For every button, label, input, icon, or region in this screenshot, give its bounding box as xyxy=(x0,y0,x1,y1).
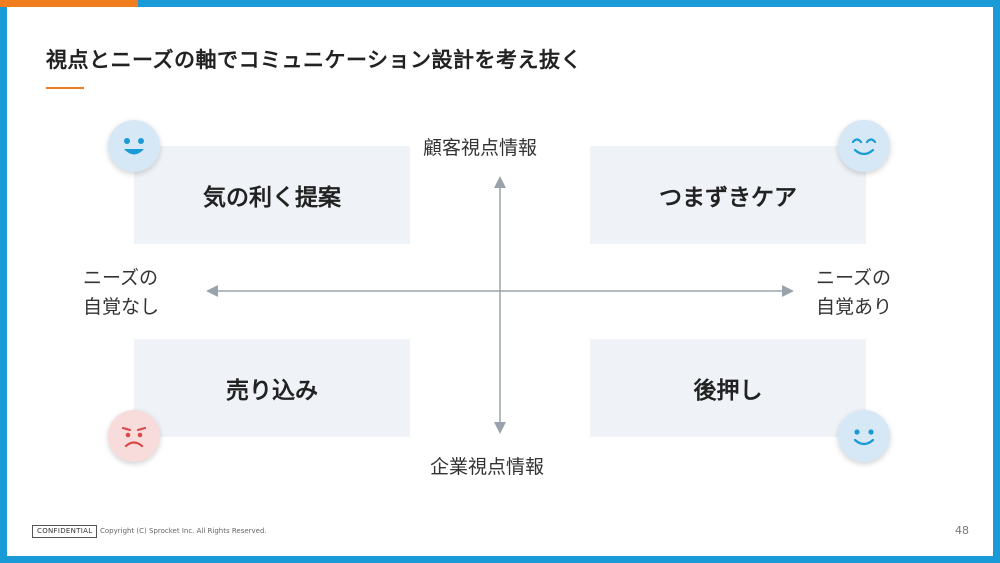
axis-label-right: ニーズの 自覚あり xyxy=(816,264,892,322)
axis-label-bottom: 企業視点情報 xyxy=(430,456,545,478)
copyright-text: Copyright (C) Sprocket Inc. All Rights R… xyxy=(100,527,267,535)
axis-label-left-line1: ニーズの xyxy=(83,267,159,289)
axis-label-left: ニーズの 自覚なし xyxy=(83,264,159,322)
content-face-icon xyxy=(838,120,890,172)
quadrant-bottom-right: 後押し xyxy=(590,339,866,437)
happy-face-icon xyxy=(108,120,160,172)
axis-label-right-line1: ニーズの xyxy=(816,267,892,289)
axis-label-top: 顧客視点情報 xyxy=(423,137,538,159)
axis-label-left-line2: 自覚なし xyxy=(83,296,160,318)
top-accent-bar xyxy=(0,0,138,7)
quadrant-bottom-left: 売り込み xyxy=(134,339,410,437)
confidential-badge: CONFIDENTIAL xyxy=(32,525,98,538)
title-underline xyxy=(46,87,84,89)
quadrant-top-right: つまずきケア xyxy=(590,146,866,244)
smile-face-icon xyxy=(838,410,890,462)
axis-label-right-line2: 自覚あり xyxy=(816,296,893,318)
page-number: 48 xyxy=(955,524,969,537)
quadrant-top-left: 気の利く提案 xyxy=(134,146,410,244)
slide-title: 視点とニーズの軸でコミュニケーション設計を考え抜く xyxy=(46,48,583,72)
sad-face-icon xyxy=(108,410,160,462)
